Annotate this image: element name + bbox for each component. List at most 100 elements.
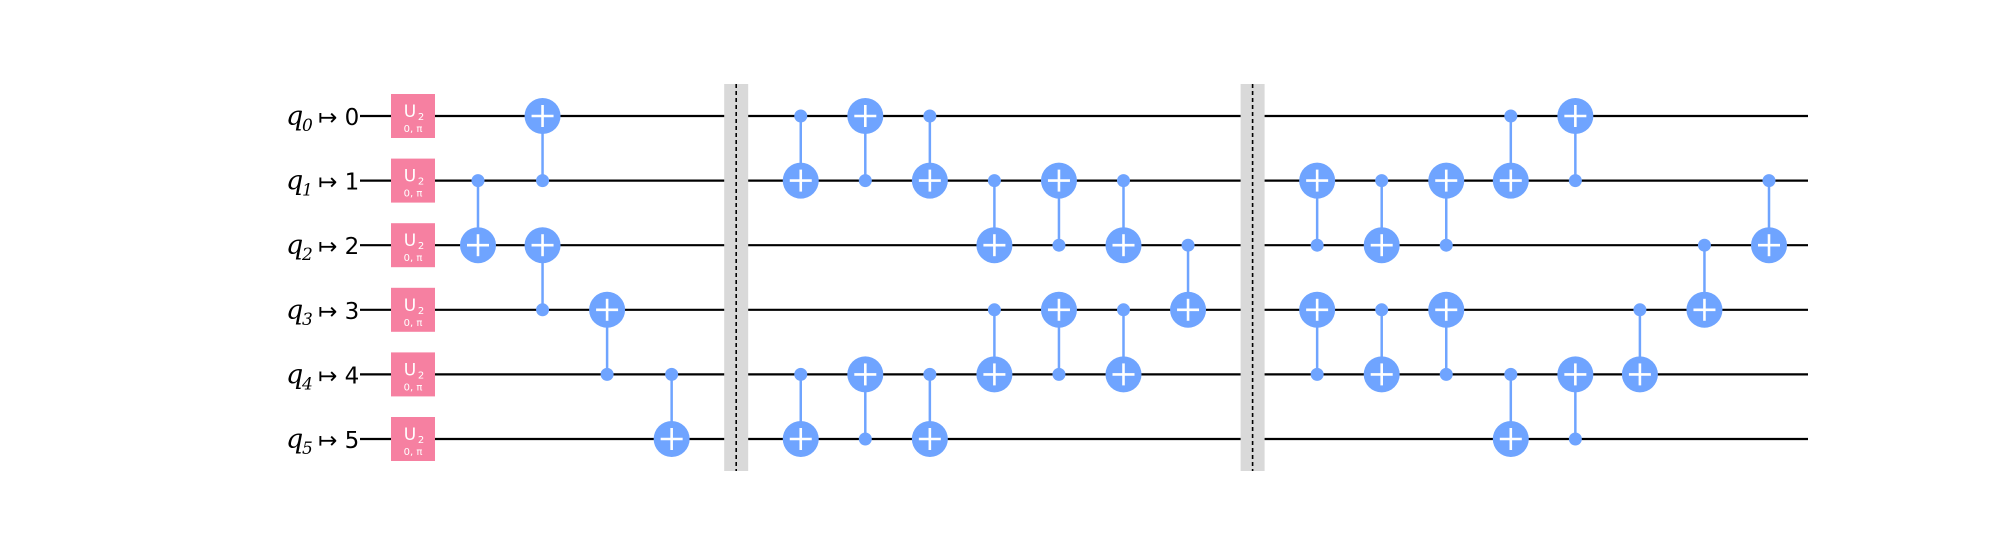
barriers — [724, 84, 1265, 471]
cx-target — [524, 98, 561, 134]
cx-control-dot — [1052, 367, 1066, 381]
qubit-label: q2↦ 2 — [286, 230, 359, 265]
cx-gate — [1105, 303, 1142, 393]
barrier — [724, 84, 749, 471]
u2-gate-params: 0, π — [404, 382, 423, 393]
qubit-label: q3↦ 3 — [286, 295, 359, 330]
cx-gate — [524, 227, 561, 317]
qubit-name: q — [286, 230, 303, 261]
u2-gate-label: U — [404, 231, 416, 251]
cx-gate — [1040, 291, 1077, 381]
cx-control-dot — [1439, 238, 1453, 252]
cx-gate — [1363, 303, 1400, 393]
cx-control-dot — [858, 432, 872, 446]
cx-control-dot — [923, 109, 937, 123]
cx-target — [524, 227, 561, 264]
cx-target — [1428, 162, 1465, 199]
cx-control-dot — [536, 174, 550, 188]
cx-gate — [524, 98, 561, 188]
cx-gate — [1492, 367, 1529, 457]
cx-gate — [911, 109, 948, 199]
cx-control-dot — [1052, 238, 1066, 252]
cx-control-dot — [1697, 238, 1711, 252]
cx-control-dot — [1633, 303, 1647, 317]
u2-gate-subscript: 2 — [418, 435, 424, 446]
u2-gate-box — [391, 94, 435, 138]
cx-target — [1492, 421, 1529, 457]
cx-target — [911, 162, 948, 199]
u2-gate-params: 0, π — [404, 189, 423, 200]
cx-gate — [460, 174, 496, 264]
cx-target — [1557, 356, 1594, 393]
cx-gate — [847, 356, 884, 446]
qubit-label: q0↦ 0 — [286, 101, 359, 136]
cx-control-dot — [1568, 174, 1582, 188]
cx-control-dot — [536, 303, 550, 317]
u2-gate-subscript: 2 — [418, 112, 424, 123]
cx-gate — [847, 98, 884, 188]
cx-control-dot — [1504, 109, 1518, 123]
cx-target — [911, 421, 948, 457]
cx-gate — [1492, 109, 1529, 199]
cx-gates — [460, 98, 1787, 457]
qubit-mapping: ↦ 5 — [318, 428, 359, 454]
cx-gate — [1428, 162, 1465, 252]
cx-gate — [1428, 291, 1465, 381]
u2-gate-box — [391, 287, 435, 332]
cx-gate — [1040, 162, 1077, 252]
cx-control-dot — [1117, 303, 1130, 317]
qubit-name: q — [286, 101, 303, 132]
u2-gate-params: 0, π — [404, 253, 423, 264]
qubit-mapping: ↦ 1 — [318, 170, 359, 196]
cx-target — [1299, 162, 1336, 199]
cx-target — [1105, 356, 1142, 393]
qubit-label: q4↦ 4 — [286, 359, 359, 394]
cx-target — [1751, 227, 1787, 264]
qubit-mapping: ↦ 2 — [318, 234, 359, 260]
cx-target — [847, 356, 884, 393]
cx-gate — [1299, 291, 1336, 381]
cx-control-dot — [1375, 303, 1389, 317]
u2-gate-box — [391, 223, 435, 268]
cx-control-dot — [987, 174, 1001, 188]
cx-control-dot — [794, 109, 808, 123]
cx-control-dot — [1568, 432, 1582, 446]
cx-control-dot — [665, 367, 679, 381]
u2-gate-params: 0, π — [404, 447, 423, 458]
cx-control-dot — [858, 174, 872, 188]
cx-gate — [782, 109, 819, 199]
u2-gate-params: 0, π — [404, 124, 423, 135]
u2-gate-label: U — [404, 425, 416, 445]
cx-control-dot — [1310, 238, 1324, 252]
cx-target — [1105, 227, 1142, 264]
qubit-index: 3 — [302, 310, 313, 330]
qubit-index: 2 — [301, 245, 313, 265]
qubit-mapping: ↦ 0 — [318, 105, 359, 131]
cx-target — [976, 227, 1013, 264]
qubit-mapping: ↦ 4 — [318, 363, 359, 389]
u2-gate-label: U — [404, 296, 416, 316]
cx-target — [1040, 162, 1077, 199]
qubit-index: 0 — [302, 116, 313, 136]
cx-target — [782, 421, 819, 457]
barrier — [1240, 84, 1265, 471]
cx-target — [460, 227, 496, 264]
cx-gate — [1557, 356, 1594, 446]
cx-target — [1621, 356, 1658, 393]
cx-gate — [1105, 174, 1142, 264]
cx-control-dot — [1310, 367, 1324, 381]
cx-target — [1363, 227, 1400, 264]
cx-target — [1686, 291, 1723, 328]
u2-gate-label: U — [404, 167, 416, 187]
cx-target — [847, 98, 884, 134]
qubit-index: 1 — [302, 181, 313, 201]
cx-gate — [1686, 238, 1723, 328]
cx-gate — [589, 291, 626, 381]
u2-gate-params: 0, π — [404, 318, 423, 329]
cx-target — [1170, 291, 1207, 328]
